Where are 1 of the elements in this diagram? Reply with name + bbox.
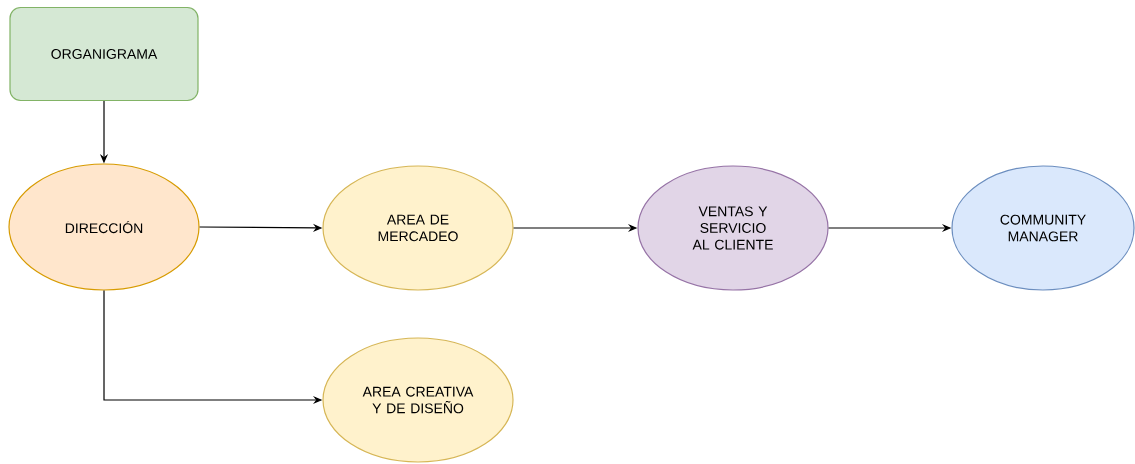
- organization-box: ORGANIGRAMA: [9, 6, 199, 102]
